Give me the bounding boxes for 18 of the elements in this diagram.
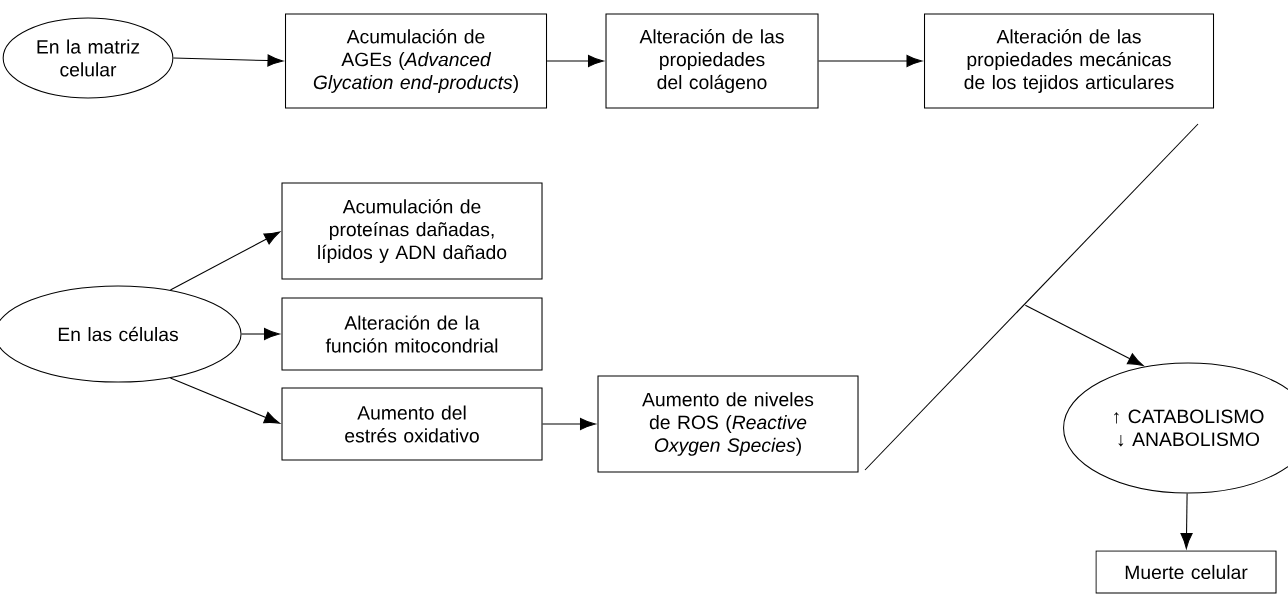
arrow — [546, 54, 604, 68]
arrow — [172, 54, 284, 67]
arrow — [169, 377, 280, 424]
process-box: Acumulación de proteínas dañadas, lípidos y ADN dañado — [281, 182, 543, 280]
arrow — [1024, 304, 1144, 366]
arrow — [818, 54, 923, 68]
arrow — [1180, 493, 1193, 549]
process-box: Acumulación de AGEs (Advanced Glycation end-products) — [285, 13, 548, 109]
arrow — [241, 327, 280, 341]
arrow — [542, 417, 596, 431]
process-box: Aumento de niveles de ROS (Reactive Oxygen Species) — [597, 375, 859, 473]
process-box: Muerte celular — [1095, 550, 1277, 594]
process-box: Alteración de la función mitocondrial — [281, 297, 543, 371]
process-box: Alteración de las propiedades mecánicas de los tejidos articulares — [924, 13, 1215, 109]
oval-node: En la matriz celular — [2, 17, 174, 99]
arrow — [169, 231, 281, 291]
process-box: Alteración de las propiedades del colágeno — [605, 13, 819, 109]
process-box: Aumento del estrés oxidativo — [281, 387, 543, 461]
